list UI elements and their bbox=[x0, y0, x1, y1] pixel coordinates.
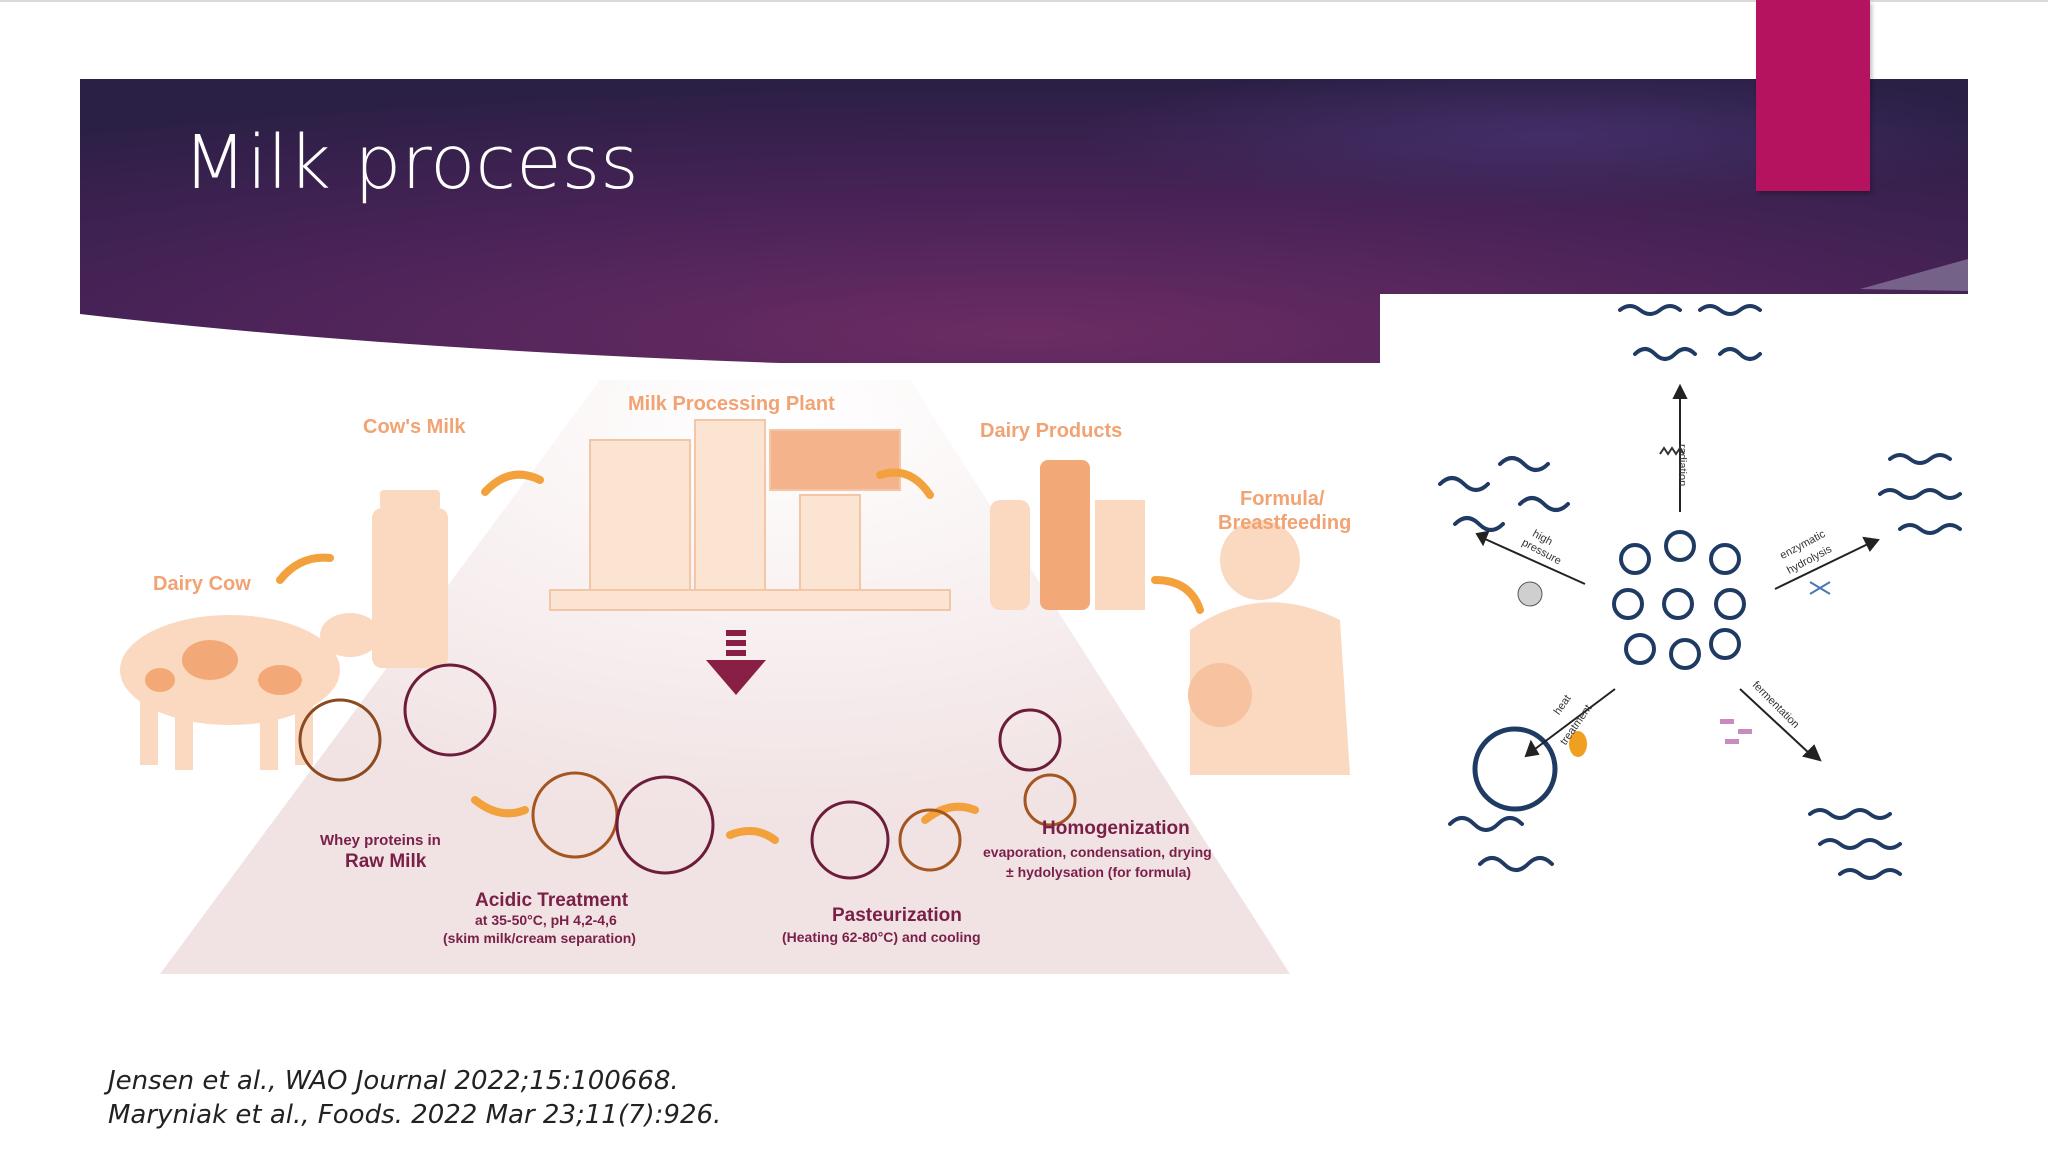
acidic-line-2: (skim milk/cream separation) bbox=[443, 930, 636, 946]
slide-title: Milk process bbox=[183, 120, 639, 206]
plant-label: Milk Processing Plant bbox=[628, 393, 835, 415]
protein-modification-illustration bbox=[1380, 294, 2048, 894]
homog-line-1: evaporation, condensation, drying bbox=[983, 844, 1212, 860]
title-banner bbox=[80, 79, 1968, 363]
formula-label-2: Breastfeeding bbox=[1218, 512, 1352, 534]
whey-label-1: Whey proteins in bbox=[320, 832, 441, 849]
acidic-title: Acidic Treatment bbox=[475, 890, 629, 911]
protein-structures bbox=[298, 663, 1077, 880]
cow-illustration bbox=[120, 613, 380, 770]
down-arrow-icon bbox=[706, 630, 766, 695]
reference-line-1: Jensen et al., WAO Journal 2022;15:10066… bbox=[108, 1066, 679, 1096]
past-title: Pasteurization bbox=[832, 905, 962, 926]
dairy-products-icon bbox=[990, 460, 1145, 610]
formula-label-1: Formula/ bbox=[1240, 488, 1325, 510]
breastfeeding-icon bbox=[1188, 520, 1350, 775]
treatment-icons bbox=[1517, 446, 1831, 757]
dairy-cow-label: Dairy Cow bbox=[153, 573, 251, 595]
protein-modification-figure: radiation high pressure enzymatic hydrol… bbox=[1380, 294, 2048, 894]
processing-plant-icon bbox=[549, 419, 951, 611]
title-banner-background bbox=[80, 79, 1968, 363]
dairy-products-label: Dairy Products bbox=[980, 420, 1123, 442]
radiation-label: radiation bbox=[1676, 444, 1688, 487]
milk-can-icon bbox=[372, 490, 448, 668]
cows-milk-label: Cow's Milk bbox=[363, 416, 466, 438]
whey-label-2: Raw Milk bbox=[345, 851, 427, 872]
homog-line-2: ± hydolysation (for formula) bbox=[1006, 864, 1192, 880]
acidic-line-1: at 35-50°C, pH 4,2-4,6 bbox=[475, 912, 617, 928]
direction-arrows bbox=[1475, 383, 1880, 762]
homog-title: Homogenization bbox=[1042, 818, 1190, 839]
reference-line-2: Maryniak et al., Foods. 2022 Mar 23;11(7… bbox=[108, 1100, 722, 1130]
accent-bar bbox=[1756, 0, 1870, 191]
top-border-line bbox=[0, 0, 2048, 2]
milk-processing-figure: Dairy Cow Cow's Milk Milk Processing Pla… bbox=[80, 380, 1380, 980]
milk-processing-illustration bbox=[120, 380, 1350, 974]
flow-arrows bbox=[276, 468, 1204, 844]
protein-coils bbox=[1438, 304, 1962, 880]
past-line-1: (Heating 62-80°C) and cooling bbox=[782, 929, 981, 945]
